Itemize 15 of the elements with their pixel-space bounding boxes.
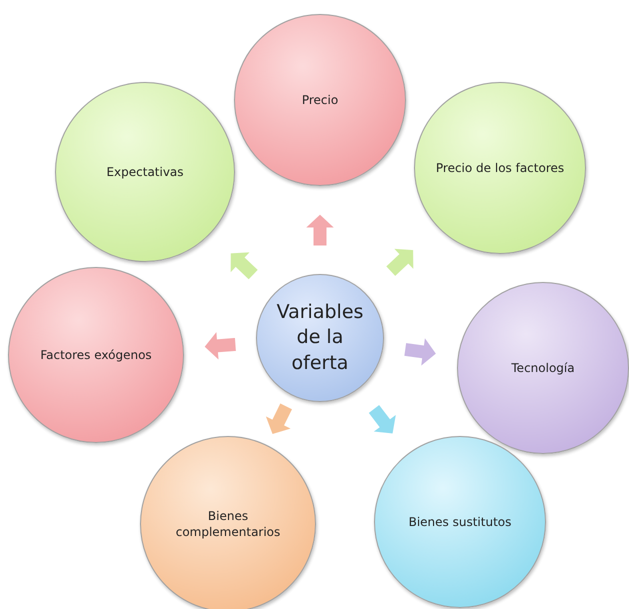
block-arrow: [304, 213, 336, 246]
block-arrow: [264, 402, 294, 436]
block-arrow: [367, 404, 398, 435]
node-label: Precio de los factores: [436, 160, 564, 176]
node-label: Factores exógenos: [40, 346, 152, 364]
block-arrow: [403, 336, 438, 368]
node-label: Variables de la oferta: [276, 300, 364, 376]
node-label: Bienes sustitutos: [408, 514, 512, 530]
node-label: Tecnología: [511, 360, 575, 376]
block-arrow: [203, 330, 237, 362]
node-label: Expectativas: [106, 164, 184, 180]
node-label: Bienes complementarios: [174, 508, 282, 540]
block-arrow: [230, 251, 260, 281]
node-label: Precio: [302, 92, 338, 108]
block-arrow: [384, 248, 414, 278]
